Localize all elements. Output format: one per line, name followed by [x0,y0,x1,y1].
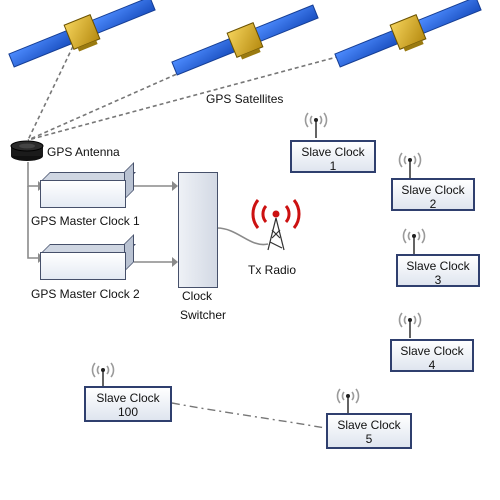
slave-clock-number: 100 [117,405,139,419]
wireless-signal-icon [398,312,422,338]
arrowhead [172,257,178,267]
slave-clock-title: Slave Clock [337,418,401,432]
slave-clock-1: Slave Clock 1 [290,140,376,173]
satellite-icon [8,0,156,68]
slave-clock-number: 1 [329,159,337,173]
wireless-signal-icon [336,388,360,414]
wireless-signal-icon [402,228,426,254]
slave-clock-number: 3 [434,273,442,287]
slave-clock-title: Slave Clock [401,183,465,197]
slave-link [171,402,326,429]
wireless-signal-icon [91,362,115,388]
wireless-signal-icon [304,112,328,138]
signal-group [91,112,426,414]
master-clock-1-label: GPS Master Clock 1 [31,214,140,228]
slave-clock-5: Slave Clock 5 [326,413,412,449]
slave-clock-title: Slave Clock [406,259,470,273]
satellite-icon [334,0,482,68]
master-clock-1 [40,162,136,208]
master-to-switcher-links [134,185,172,263]
satellite-icon [171,4,319,76]
switcher-label-line2: Switcher [180,308,227,322]
slave-clock-title: Slave Clock [400,344,464,358]
radio-label: Tx Radio [248,263,297,277]
arrowhead [172,181,178,191]
slave-clock-100: Slave Clock 100 [84,386,172,422]
wireless-signal-icon [398,152,422,178]
switcher-label-line1: Clock [182,289,213,303]
antenna-links [27,162,38,259]
gps-antenna-icon [10,140,44,162]
antenna-label: GPS Antenna [47,145,120,159]
slave-clock-3: Slave Clock 3 [396,254,480,287]
slave-clock-4: Slave Clock 4 [390,339,474,372]
master-clock-2 [40,234,136,280]
slave-clock-title: Slave Clock [301,145,365,159]
radio-tower-icon [251,199,301,251]
slave-clock-title: Slave Clock [96,391,160,405]
slave-clock-2: Slave Clock 2 [391,178,475,211]
slave-clock-number: 4 [428,358,436,372]
satellites-label: GPS Satellites [206,92,284,106]
master-clock-2-label: GPS Master Clock 2 [31,287,140,301]
slave-clock-number: 2 [429,197,437,211]
switcher-to-radio-link [216,227,269,246]
clock-switcher [178,172,218,288]
slave-clock-number: 5 [365,432,373,446]
